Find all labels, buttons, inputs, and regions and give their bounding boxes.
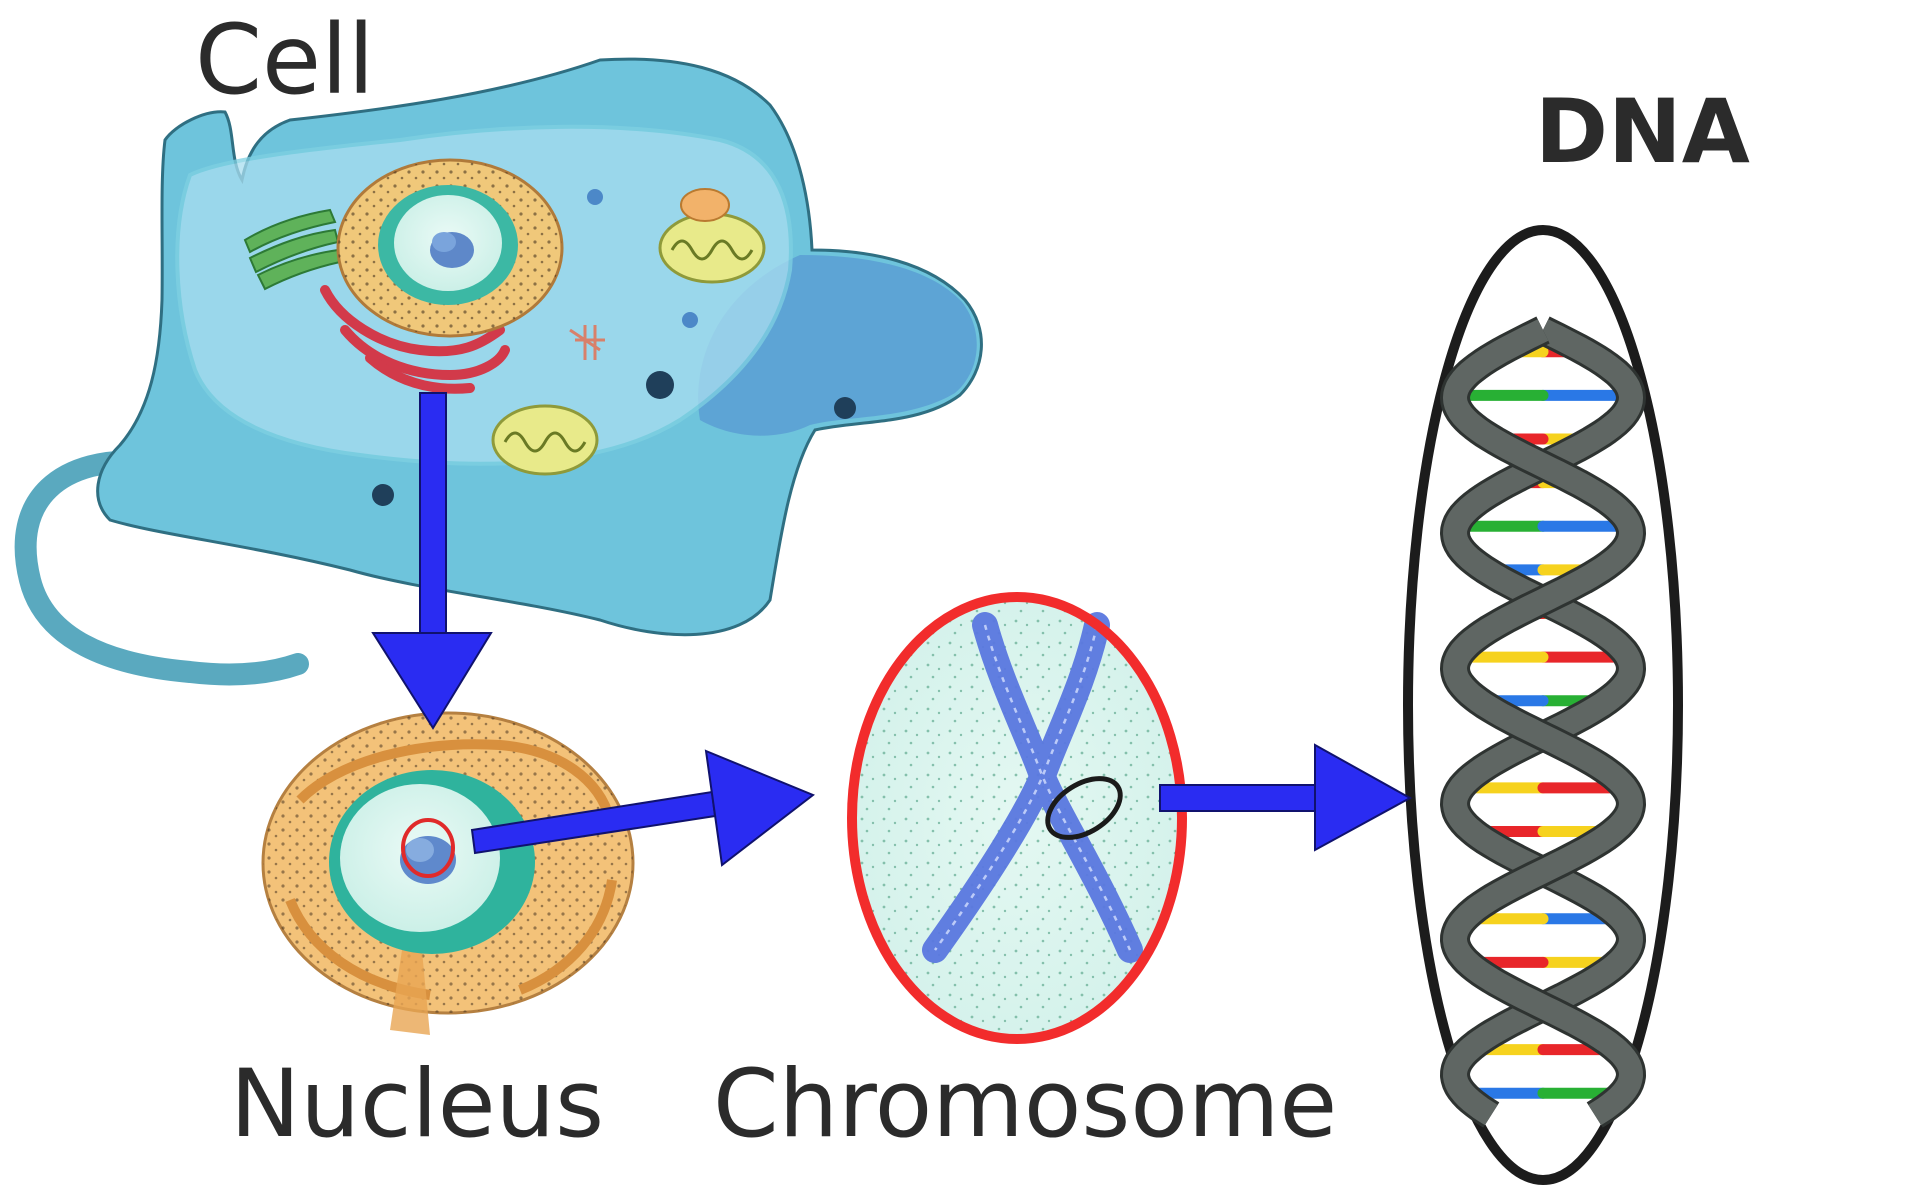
cell-flagellum <box>14 450 309 686</box>
animal-cell-illustration <box>14 57 983 686</box>
dna-backbone-strand <box>1443 319 1643 1126</box>
dna-frame-oval <box>1403 225 1683 1185</box>
arrow-cell-to-nucleus <box>371 392 493 730</box>
label-cell: Cell <box>195 4 375 116</box>
selection-circle-black <box>1045 776 1123 840</box>
chromosome-illustration <box>847 592 1187 1044</box>
arrow-nucleus-to-chromosome <box>470 749 815 867</box>
mitochondrion <box>491 404 599 476</box>
label-nucleus: Nucleus <box>230 1050 605 1159</box>
label-dna: DNA <box>1535 80 1750 183</box>
selection-circle-red <box>401 818 455 878</box>
centriole <box>569 325 605 360</box>
chromosome-frame-ring <box>847 592 1187 1044</box>
mitochondrion <box>658 212 766 284</box>
endoplasmic-reticulum <box>320 285 510 394</box>
nucleus-illustration <box>261 711 635 1035</box>
cell-nucleus <box>336 158 564 338</box>
arrow-chromosome-to-dna <box>1159 743 1413 852</box>
dna-double-helix <box>1403 225 1683 1185</box>
dna-backbones <box>1440 316 1646 1128</box>
label-chromosome: Chromosome <box>713 1050 1338 1159</box>
